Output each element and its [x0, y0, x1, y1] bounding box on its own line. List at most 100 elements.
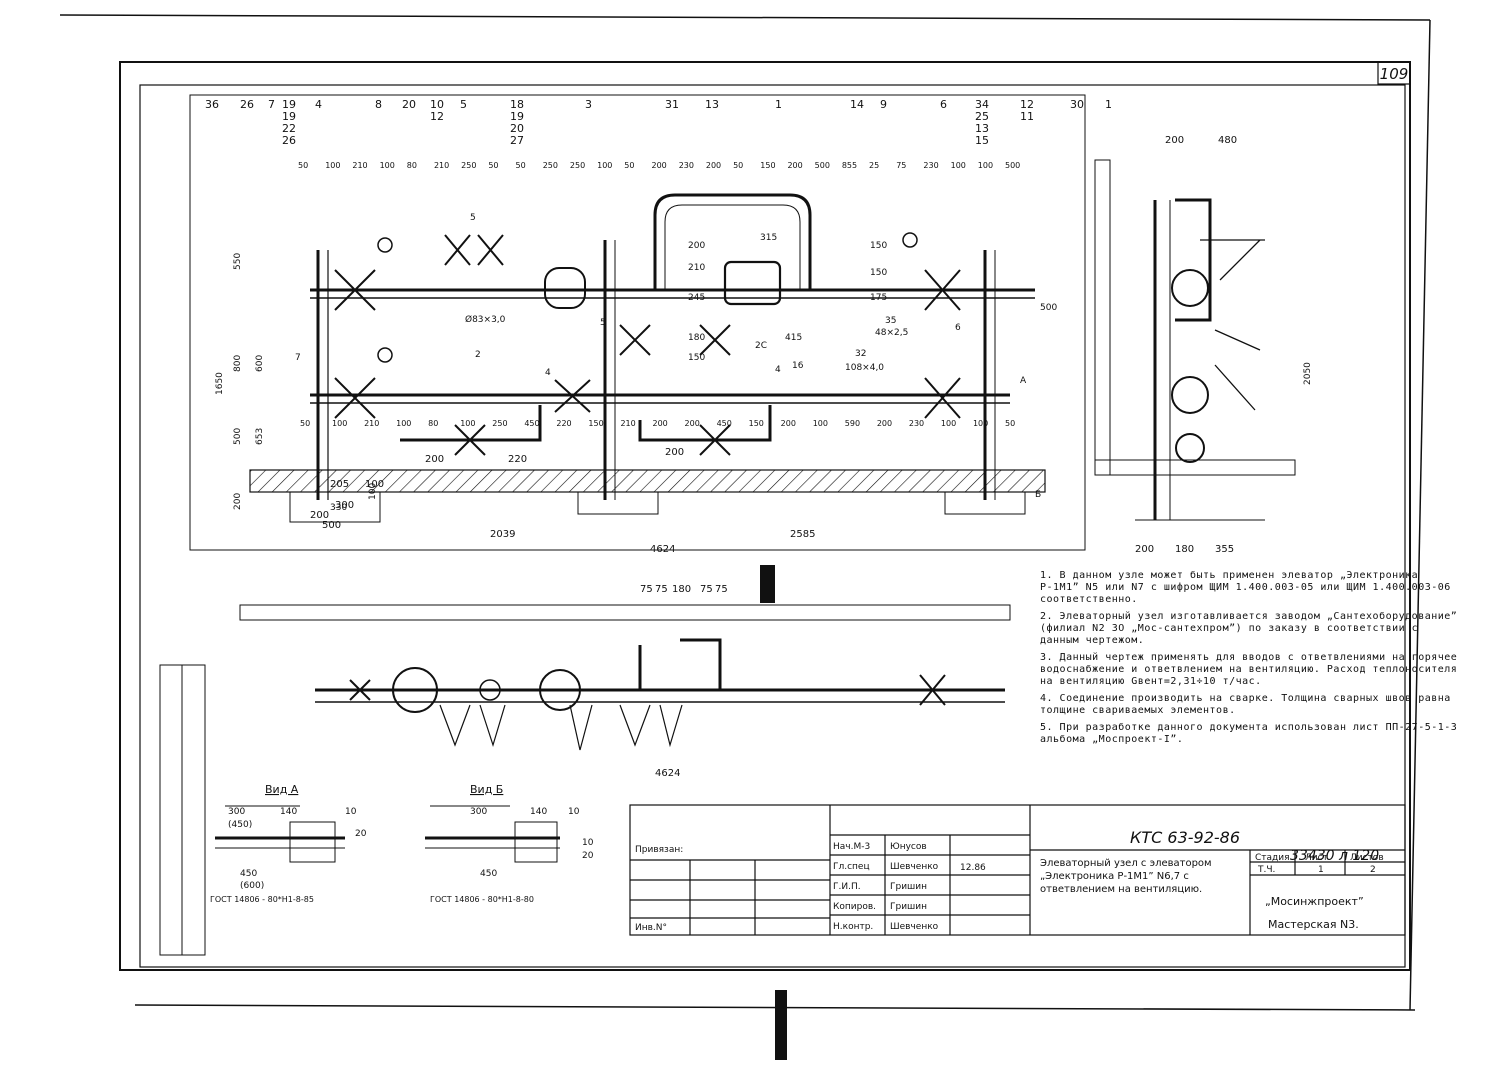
- dim-plan: 4624: [655, 768, 680, 779]
- callout-label: 4: [315, 98, 322, 111]
- view-a-gost: ГОСТ 14806 - 80*Н1-8-85: [210, 895, 314, 904]
- section-marker-1: [760, 565, 775, 603]
- dims-misc: Ø83×3,03151502002102451801501751503548×2…: [295, 213, 1057, 513]
- dim-view-b: 140: [530, 807, 547, 817]
- elevation-frame: [189, 94, 1086, 551]
- dim-bottom: 210: [364, 419, 379, 428]
- callout-label: 20: [402, 98, 416, 111]
- dim-lower: 200: [310, 510, 329, 521]
- dim-view-a: (450): [228, 820, 252, 830]
- callout-label: 27: [510, 134, 524, 147]
- dim-lower: 4624: [650, 544, 675, 555]
- dim-misc: 500: [1040, 303, 1057, 313]
- dim-view-a: 20: [355, 829, 367, 839]
- tb-name: Шевченко: [890, 922, 939, 932]
- dim-lower: 220: [508, 454, 527, 465]
- dim-misc: 48×2,5: [875, 328, 908, 338]
- dim-lower: 2039: [490, 529, 515, 540]
- dim-bottom: 230: [909, 419, 924, 428]
- dim-top: 250: [543, 161, 558, 170]
- dim-view-b: 450: [480, 869, 497, 879]
- dim-top: 50: [733, 161, 743, 170]
- callout-label: 34: [975, 98, 989, 111]
- tb-name: Гришин: [890, 882, 927, 892]
- callout-label: 13: [705, 98, 719, 111]
- dim-misc: 150: [688, 353, 705, 363]
- note-item: 3. Данный чертеж применять для вводов с …: [1040, 652, 1458, 687]
- stage-label: Стадия: [1255, 853, 1290, 863]
- section-marker-2: [775, 990, 787, 1060]
- dim-misc: 210: [688, 263, 705, 273]
- dim-view-a: 10: [345, 807, 357, 817]
- dim-bottom: 590: [845, 419, 860, 428]
- dim-misc: 4: [545, 368, 551, 378]
- view-b-title: Вид Б: [470, 783, 503, 796]
- tb-role: Г.И.П.: [833, 882, 861, 892]
- dim-bottom: 250: [492, 419, 507, 428]
- note-item: 2. Элеваторный узел изготавливается заво…: [1040, 611, 1458, 646]
- plan-view: [239, 604, 1011, 751]
- callout-label: 19: [282, 110, 296, 123]
- dim-top: 500: [815, 161, 830, 170]
- sheet-label: Лист: [1305, 853, 1328, 863]
- dim-top: 210: [352, 161, 367, 170]
- tb-title-line: „Электроника Р-1М1” N6,7 с: [1040, 871, 1189, 882]
- pressure-gauges: [377, 232, 918, 363]
- foundation-middle: [577, 491, 659, 515]
- dim-misc: Ø83×3,0: [465, 314, 506, 325]
- dim-misc: 330: [330, 503, 347, 513]
- dim-misc: А: [1020, 376, 1027, 386]
- dim-vertical: 100: [368, 483, 378, 500]
- dim-misc: 5: [470, 213, 476, 223]
- dim-misc: 150: [870, 241, 887, 251]
- notes-block: 1. В данном узле может быть применен эле…: [1040, 570, 1460, 751]
- dim-vertical: 1650: [215, 372, 225, 395]
- dim-bottom: 220: [556, 419, 571, 428]
- dim-plan: 75: [655, 584, 668, 595]
- dim-side: 480: [1218, 135, 1237, 146]
- dim-top: 230: [923, 161, 938, 170]
- dim-vertical: 653: [255, 428, 265, 445]
- dim-bottom: 80: [428, 419, 438, 428]
- dim-vertical: 800: [233, 355, 243, 372]
- dim-top: 250: [570, 161, 585, 170]
- callout-label: 11: [1020, 110, 1034, 123]
- dim-top: 855: [842, 161, 857, 170]
- tb-name: Юнусов: [890, 842, 927, 852]
- dim-top: 100: [951, 161, 966, 170]
- lower-pipe: [310, 393, 1010, 404]
- callout-label: 19: [282, 98, 296, 111]
- dim-top: 50: [516, 161, 526, 170]
- callout-label: 19: [510, 110, 524, 123]
- dim-misc: 108×4,0: [845, 363, 884, 373]
- dim-misc: 2С: [755, 341, 767, 351]
- dim-view-b: 10: [582, 838, 594, 848]
- sheets-label: Листов: [1350, 853, 1384, 863]
- dim-top: 100: [325, 161, 340, 170]
- dim-bottom: 150: [749, 419, 764, 428]
- tb-role: Н.контр.: [833, 922, 873, 932]
- dim-misc: 16: [792, 361, 804, 371]
- dim-misc: 415: [785, 333, 802, 343]
- dim-top: 50: [298, 161, 308, 170]
- dim-vertical: 600: [255, 355, 265, 372]
- dim-misc: 245: [688, 293, 705, 303]
- dim-plan: 75: [700, 584, 713, 595]
- callout-label: 30: [1070, 98, 1084, 111]
- workshop: Мастерская N3.: [1268, 918, 1359, 931]
- dim-bottom: 100: [973, 419, 988, 428]
- tb-role: Копиров.: [833, 902, 876, 912]
- dim-lower: 200: [425, 454, 444, 465]
- callout-label: 12: [1020, 98, 1034, 111]
- left-stamp-strip: [159, 664, 206, 956]
- tb-title-line: Элеваторный узел с элеватором: [1040, 858, 1212, 869]
- dim-side: 200: [1165, 135, 1184, 146]
- dim-misc: 180: [688, 333, 705, 343]
- callout-label: 26: [282, 134, 296, 147]
- view-b-gost: ГОСТ 14806 - 80*Н1-8-80: [430, 895, 534, 904]
- callout-label: 22: [282, 122, 296, 135]
- dim-view-a: 450: [240, 869, 257, 879]
